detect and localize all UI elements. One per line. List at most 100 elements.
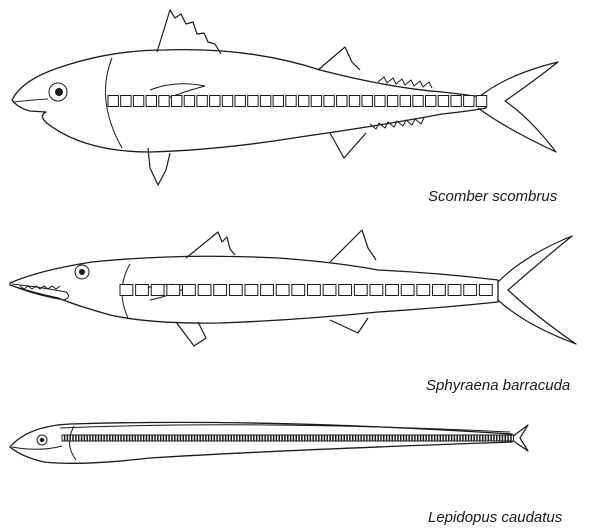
lepidopus-vertebra xyxy=(82,435,84,441)
lepidopus-vertebra xyxy=(192,435,194,441)
lepidopus-vertebra xyxy=(432,435,434,441)
sphyraena-vertebra xyxy=(464,285,477,296)
lepidopus-vertebra xyxy=(367,435,369,441)
lepidopus-vertebra xyxy=(455,435,457,441)
lepidopus-vertebra xyxy=(463,435,465,441)
lepidopus-vertebra xyxy=(378,435,380,441)
lepidopus-vertebra xyxy=(336,435,338,441)
sphyraena-vertebra xyxy=(198,285,211,296)
lepidopus-vertebra xyxy=(133,435,135,441)
lepidopus-vertebra xyxy=(158,435,160,441)
lepidopus-vertebra xyxy=(93,435,95,441)
sphyraena-fish xyxy=(10,230,576,346)
lepidopus-vertebra xyxy=(85,435,87,441)
lepidopus-vertebra xyxy=(124,435,126,441)
sphyraena-vertebra xyxy=(229,285,242,296)
scomber-vertebra xyxy=(375,96,385,107)
lepidopus-vertebra xyxy=(449,435,451,441)
sphyraena-pelvic-fin xyxy=(176,322,206,346)
lepidopus-vertebra xyxy=(494,435,496,441)
lepidopus-vertebra xyxy=(102,435,104,441)
lepidopus-vertebra xyxy=(401,435,403,441)
sphyraena-vertebra xyxy=(323,285,336,296)
scomber-first-dorsal-fin xyxy=(157,10,221,54)
scomber-pupil xyxy=(55,88,63,96)
lepidopus-vertebra xyxy=(206,435,208,441)
scomber-vertebra xyxy=(400,96,410,107)
lepidopus-vertebra xyxy=(87,435,89,441)
lepidopus-vertebra xyxy=(435,435,437,441)
scomber-vertebra xyxy=(464,96,474,107)
lepidopus-vertebra xyxy=(500,435,502,441)
sphyraena-vertebral-column xyxy=(120,285,492,296)
scomber-anal-finlets xyxy=(370,118,424,129)
lepidopus-vertebra xyxy=(460,435,462,441)
sphyraena-tail-fin xyxy=(498,236,576,344)
lepidopus-vertebra xyxy=(350,435,352,441)
scomber-vertebra xyxy=(159,96,169,107)
lepidopus-vertebra xyxy=(119,435,121,441)
lepidopus-vertebra xyxy=(113,435,115,441)
lepidopus-vertebra xyxy=(497,435,499,441)
lepidopus-fish xyxy=(10,422,528,463)
lepidopus-vertebra xyxy=(248,435,250,441)
lepidopus-vertebra xyxy=(186,435,188,441)
lepidopus-vertebra xyxy=(251,435,253,441)
lepidopus-vertebra xyxy=(265,435,267,441)
lepidopus-vertebra xyxy=(466,435,468,441)
lepidopus-vertebra xyxy=(373,435,375,441)
lepidopus-vertebra xyxy=(412,435,414,441)
lepidopus-vertebra xyxy=(144,435,146,441)
lepidopus-vertebra xyxy=(246,435,248,441)
sphyraena-vertebra xyxy=(339,285,352,296)
lepidopus-vertebra xyxy=(274,435,276,441)
lepidopus-vertebra xyxy=(99,435,101,441)
lepidopus-vertebra xyxy=(217,435,219,441)
lepidopus-vertebra xyxy=(426,435,428,441)
lepidopus-vertebra xyxy=(415,435,417,441)
lepidopus-vertebra xyxy=(339,435,341,441)
lepidopus-vertebra xyxy=(90,435,92,441)
scomber-vertebra xyxy=(324,96,334,107)
lepidopus-vertebra xyxy=(291,435,293,441)
lepidopus-vertebra xyxy=(305,435,307,441)
lepidopus-vertebra xyxy=(489,435,491,441)
scomber-vertebra xyxy=(146,96,156,107)
sphyraena-first-dorsal-fin xyxy=(186,232,235,258)
lepidopus-vertebra xyxy=(322,435,324,441)
lepidopus-vertebra xyxy=(203,435,205,441)
lepidopus-vertebra xyxy=(189,435,191,441)
lepidopus-vertebra xyxy=(121,435,123,441)
lepidopus-vertebra xyxy=(480,435,482,441)
sphyraena-vertebra xyxy=(120,285,133,296)
lepidopus-vertebra xyxy=(65,435,67,441)
lepidopus-vertebra xyxy=(178,435,180,441)
lepidopus-vertebra xyxy=(438,435,440,441)
lepidopus-vertebra xyxy=(234,435,236,441)
lepidopus-vertebra xyxy=(232,435,234,441)
sphyraena-vertebra xyxy=(167,285,180,296)
lepidopus-vertebra xyxy=(107,435,109,441)
lepidopus-vertebra xyxy=(424,435,426,441)
lepidopus-vertebra xyxy=(345,435,347,441)
lepidopus-vertebra xyxy=(390,435,392,441)
sphyraena-vertebra xyxy=(276,285,289,296)
lepidopus-vertebra xyxy=(486,435,488,441)
lepidopus-vertebra xyxy=(220,435,222,441)
lepidopus-vertebra xyxy=(302,435,304,441)
scomber-second-dorsal-fin xyxy=(318,47,360,70)
lepidopus-vertebra xyxy=(409,435,411,441)
lepidopus-vertebra xyxy=(183,435,185,441)
lepidopus-vertebra xyxy=(299,435,301,441)
sphyraena-vertebra xyxy=(401,285,414,296)
lepidopus-vertebra xyxy=(76,435,78,441)
lepidopus-vertebra xyxy=(215,435,217,441)
scomber-vertebra xyxy=(438,96,448,107)
sphyraena-vertebra xyxy=(245,285,258,296)
lepidopus-vertebra xyxy=(161,435,163,441)
lepidopus-vertebra xyxy=(271,435,273,441)
lepidopus-vertebra xyxy=(508,435,510,441)
lepidopus-vertebra xyxy=(280,435,282,441)
lepidopus-vertebra xyxy=(356,435,358,441)
lepidopus-vertebra xyxy=(376,435,378,441)
